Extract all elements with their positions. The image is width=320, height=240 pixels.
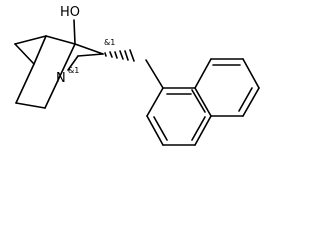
bond-c4-c5 — [14, 35, 47, 45]
bond-c2-c9 — [74, 43, 104, 55]
bond-c6-c7 — [15, 63, 35, 104]
bond-n2-n3 — [146, 115, 164, 146]
bond-n4a-n8a — [194, 87, 212, 117]
bond-n1-n2 — [146, 87, 164, 117]
bond-n-c9 — [67, 55, 79, 71]
inner-bond-n4-n4a — [191, 116, 206, 141]
bond-n-c2 — [59, 43, 76, 77]
bond-c3-c4 — [45, 35, 76, 45]
inner-bond-n4a-n8a — [191, 89, 206, 113]
hashed-wedge-bond — [104, 49, 135, 62]
bond-c5-c6 — [14, 43, 35, 65]
bond-c8-n — [44, 75, 61, 109]
bond-n7-n6 — [242, 58, 260, 89]
nitrogen-label: N — [56, 71, 66, 86]
bond-n6-n5 — [242, 87, 260, 117]
inner-bond-n2-n3 — [153, 116, 168, 141]
bond-ch2-naphthyl — [145, 59, 164, 89]
stereo-descriptor-nitrogen: &1 — [68, 66, 79, 75]
naphthalene-ring — [145, 58, 260, 146]
bond-c7-c8 — [15, 102, 46, 109]
inner-bond-n6-n5 — [238, 87, 253, 112]
molecule-diagram: HO N &1 &1 — [14, 5, 260, 146]
bond-n4-n4a — [194, 115, 212, 146]
bond-c6-c4a — [33, 35, 47, 65]
stereo-descriptor-carbinol: &1 — [104, 38, 115, 47]
quinuclidine-cage — [14, 35, 104, 109]
hydroxyl-label: HO — [60, 5, 80, 20]
hydroxyl-group: HO — [60, 5, 80, 45]
bond-n8a-n8 — [194, 58, 212, 89]
bond-c9-c10 — [77, 53, 104, 57]
bond-c2-o — [73, 19, 76, 45]
